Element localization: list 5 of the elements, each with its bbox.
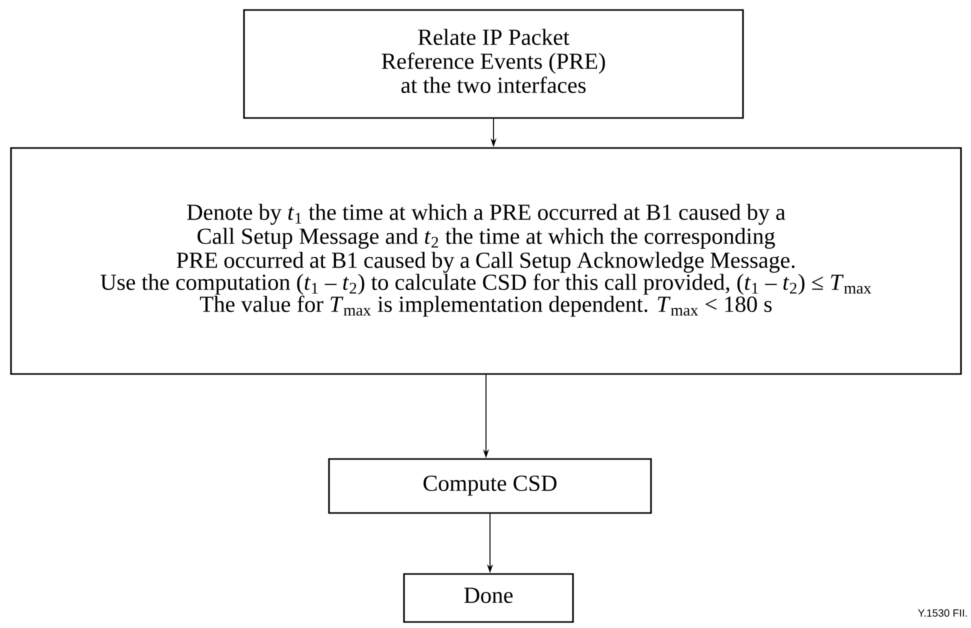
process-box: Compute CSD	[328, 458, 652, 514]
process-box: Done	[403, 573, 574, 623]
process-box: Relate IP Packet Reference Events (PRE) at the two interfaces	[243, 9, 744, 119]
figure-number: Y.1530 FII.	[918, 609, 967, 617]
process-box: Denote by t$_{1}$ the time at which a PRE occurred at B1 caused by a Call Setup Message and t$_{2}$ the time at which the corresponding PRE occurred at B1 caused by a Call Setup Acknowledge Message. Use the computation (t$_{1}$ – t$_{2}$) to calculate CSD for this call provided, (t$_{1}$ – t$_{2}$) ≤ T$_{max}$ The value for T$_{max}$ is implementation dependent. T$_{max}$ < 180 s	[10, 147, 962, 375]
